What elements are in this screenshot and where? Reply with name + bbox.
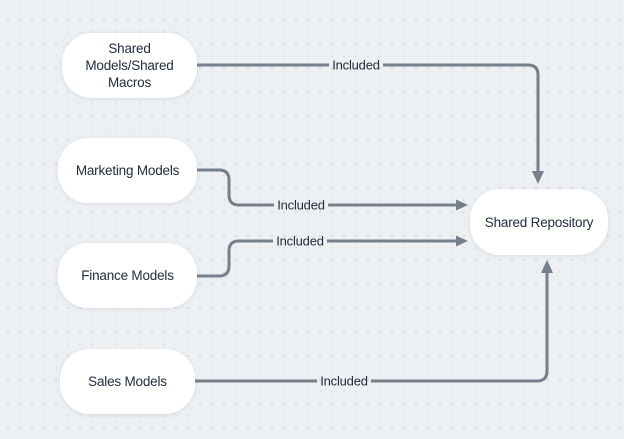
node-sales-models: Sales Models: [60, 349, 195, 414]
node-shared-repository: Shared Repository: [470, 189, 608, 255]
edge-finance-arrowhead-icon: [456, 235, 468, 247]
edge-sales-arrowhead-icon: [541, 260, 553, 273]
edge-marketing-to-repository-segment-left: [197, 168, 274, 207]
edge-label-included: Included: [276, 233, 324, 249]
edge-marketing-arrowhead-icon: [456, 199, 468, 211]
edge-label-included: Included: [332, 57, 380, 73]
edge-shared-models-arrowhead-icon: [532, 171, 544, 184]
edge-sales-to-repository-segment-right: [371, 272, 549, 383]
edge-shared-models-to-repository-segment-right: [383, 63, 540, 172]
node-label: Shared Repository: [484, 214, 594, 230]
node-label: Sales Models: [88, 374, 167, 389]
node-label: Finance Models: [81, 268, 174, 283]
edge-finance-to-repository-segment-left: [197, 239, 273, 278]
node-marketing-models: Marketing Models: [58, 138, 197, 203]
edge-label-included: Included: [320, 373, 368, 389]
node-shared-models-shared-macros: Shared Models/Shared Macros: [62, 33, 197, 98]
node-finance-models: Finance Models: [58, 243, 197, 308]
node-label: Shared Models/Shared Macros: [85, 41, 174, 90]
edge-label-included: Included: [277, 197, 325, 213]
node-label: Marketing Models: [75, 163, 180, 178]
